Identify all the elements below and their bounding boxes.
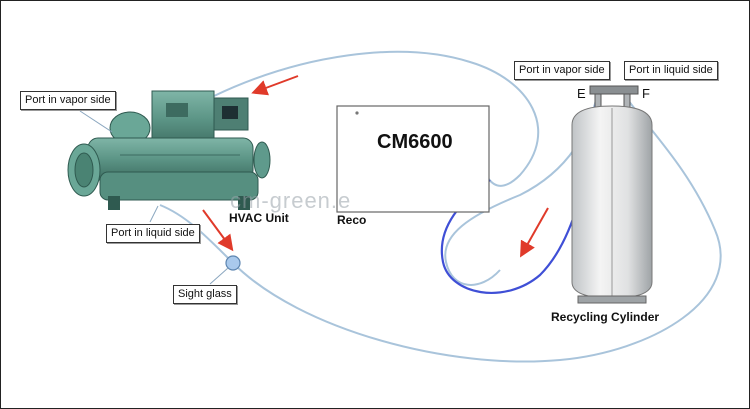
flow-arrow-right — [520, 207, 549, 258]
leader-liquid-left — [149, 205, 159, 223]
label-port-liquid-left: Port in liquid side — [106, 224, 200, 243]
flow-arrow-left — [202, 209, 234, 252]
hose-sight-glass-loop — [232, 99, 722, 363]
watermark: cm-green.e — [230, 188, 352, 213]
model-name: CM6600 — [377, 131, 453, 153]
label-port-liquid-right: Port in liquid side — [624, 61, 718, 80]
recycling-cylinder-illustration — [571, 85, 653, 304]
label-port-vapor-left: Port in vapor side — [20, 91, 116, 110]
caption-hvac-unit: HVAC Unit — [229, 211, 289, 225]
recovery-machine-dot — [355, 111, 359, 115]
leader-sight — [209, 267, 229, 285]
sight-glass-marker — [225, 255, 241, 271]
flow-arrow-top — [251, 75, 299, 96]
recovery-machine-box — [336, 105, 490, 213]
hvac-unit-illustration — [67, 90, 271, 210]
caption-recovery-machine: Reco — [337, 213, 367, 227]
port-letter-f: F — [642, 86, 650, 101]
caption-recycling-cylinder: Recycling Cylinder — [551, 310, 660, 324]
label-port-vapor-right: Port in vapor side — [514, 61, 610, 80]
hose-vapor-to-cylinder — [213, 50, 540, 187]
port-letter-e: E — [577, 86, 586, 101]
label-sight-glass: Sight glass — [173, 285, 237, 304]
leader-vapor-left — [79, 110, 113, 133]
